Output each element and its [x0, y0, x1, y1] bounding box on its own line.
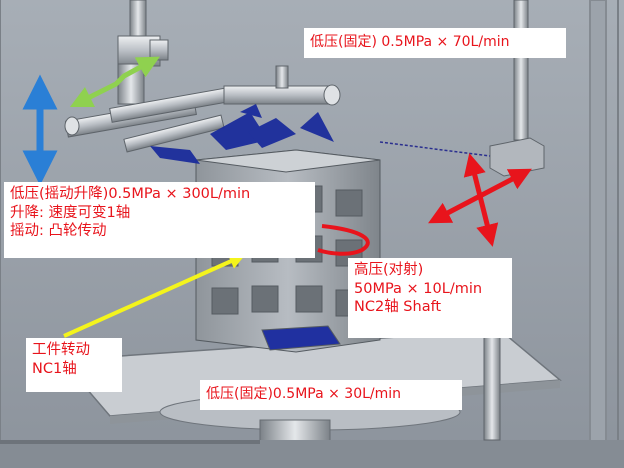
- label-line: 高压(对射): [354, 262, 424, 278]
- label-top-fixed-low-pressure: 低压(固定) 0.5MPa × 70L/min: [304, 28, 566, 58]
- cross-arrow-b: [428, 168, 532, 224]
- label-line: NC1轴: [32, 360, 77, 377]
- workpiece-pointer-arrow: [63, 253, 246, 338]
- label-line: 摇动: 凸轮传动: [10, 223, 107, 240]
- rotation-arc: [317, 224, 370, 256]
- label-text: 低压(固定)0.5MPa × 30L/min: [206, 386, 402, 402]
- label-bottom-fixed-low-pressure: 低压(固定)0.5MPa × 30L/min: [200, 380, 462, 410]
- label-high-pressure: 高压(对射) 50MPa × 10L/min NC2轴 Shaft: [348, 258, 512, 338]
- label-line: 50MPa × 10L/min: [354, 280, 483, 297]
- label-text: 低压(固定) 0.5MPa × 70L/min: [310, 34, 510, 50]
- nozzle-manifold: [64, 63, 341, 153]
- label-workpiece-rotation: 工件转动 NC1轴: [26, 338, 122, 392]
- label-swing-low-pressure: 低压(摇动升降)0.5MPa × 300L/min 升降: 速度可变1轴 摇动:…: [4, 182, 315, 258]
- label-line: 低压(摇动升降)0.5MPa × 300L/min: [10, 186, 251, 202]
- label-line: 升降: 速度可变1轴: [10, 204, 131, 221]
- label-line: NC2轴 Shaft: [354, 299, 442, 316]
- swing-arrow: [69, 56, 160, 108]
- nozzle-spray: [150, 104, 334, 164]
- right-support-post: [483, 329, 501, 441]
- label-line: 工件转动: [32, 342, 90, 358]
